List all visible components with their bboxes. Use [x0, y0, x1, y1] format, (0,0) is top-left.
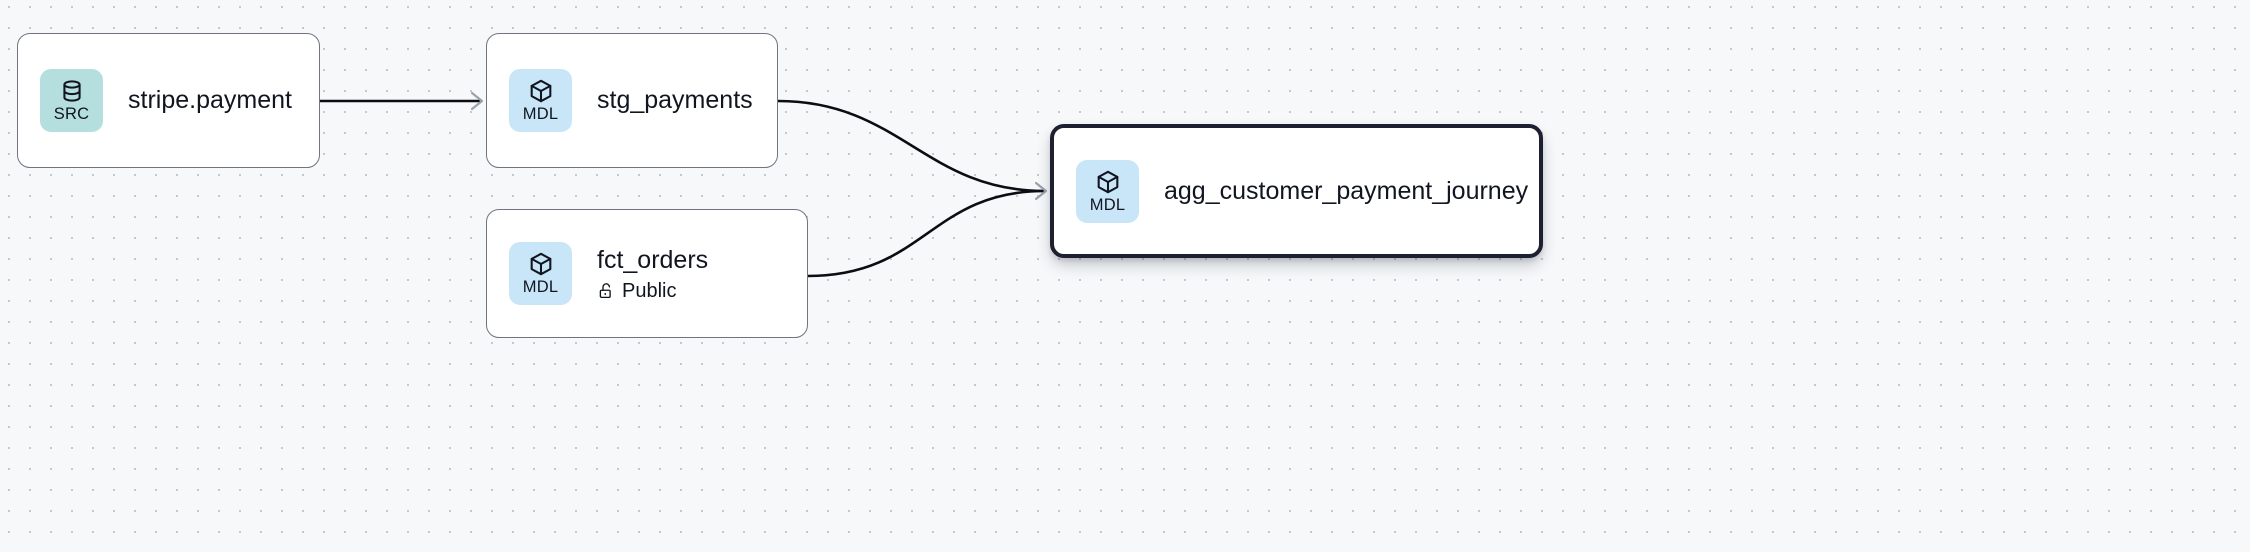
- model-type-badge: MDL: [1076, 159, 1139, 223]
- badge-label: SRC: [53, 105, 90, 124]
- node-body: agg_customer_payment_journey: [1164, 176, 1529, 206]
- cube-icon: [1095, 169, 1121, 195]
- lineage-node-agg-customer-payment-journey[interactable]: MDL agg_customer_payment_journey: [1050, 124, 1543, 258]
- edge-stg-to-agg: [777, 99, 1046, 193]
- arrowhead-agg-customer-payment-journey: [1034, 181, 1048, 201]
- unlock-icon: [597, 282, 615, 300]
- node-body: fct_orders Public: [597, 246, 708, 302]
- node-title: agg_customer_payment_journey: [1164, 176, 1529, 205]
- node-title: fct_orders: [597, 245, 709, 274]
- model-type-badge: MDL: [509, 69, 572, 132]
- lineage-node-fct-orders[interactable]: MDL fct_orders Public: [486, 209, 808, 338]
- edge-fct-to-agg: [807, 189, 1046, 278]
- lineage-node-stg-payments[interactable]: MDL stg_payments: [486, 33, 778, 168]
- node-body: stripe.payment: [128, 86, 292, 115]
- visibility-label: Public: [622, 279, 677, 302]
- badge-label: MDL: [1089, 195, 1126, 214]
- node-body: stg_payments: [597, 86, 753, 115]
- visibility-status: Public: [597, 280, 708, 302]
- cube-icon: [528, 78, 554, 104]
- database-icon: [59, 78, 85, 104]
- source-type-badge: SRC: [40, 69, 103, 132]
- badge-label: MDL: [522, 278, 559, 297]
- arrowhead-stg-payments: [470, 91, 484, 111]
- lineage-node-stripe-payment[interactable]: SRC stripe.payment: [17, 33, 320, 168]
- cube-icon: [528, 251, 554, 277]
- node-title: stg_payments: [597, 86, 753, 114]
- node-title: stripe.payment: [128, 86, 292, 114]
- model-type-badge: MDL: [509, 242, 572, 305]
- badge-label: MDL: [522, 105, 559, 124]
